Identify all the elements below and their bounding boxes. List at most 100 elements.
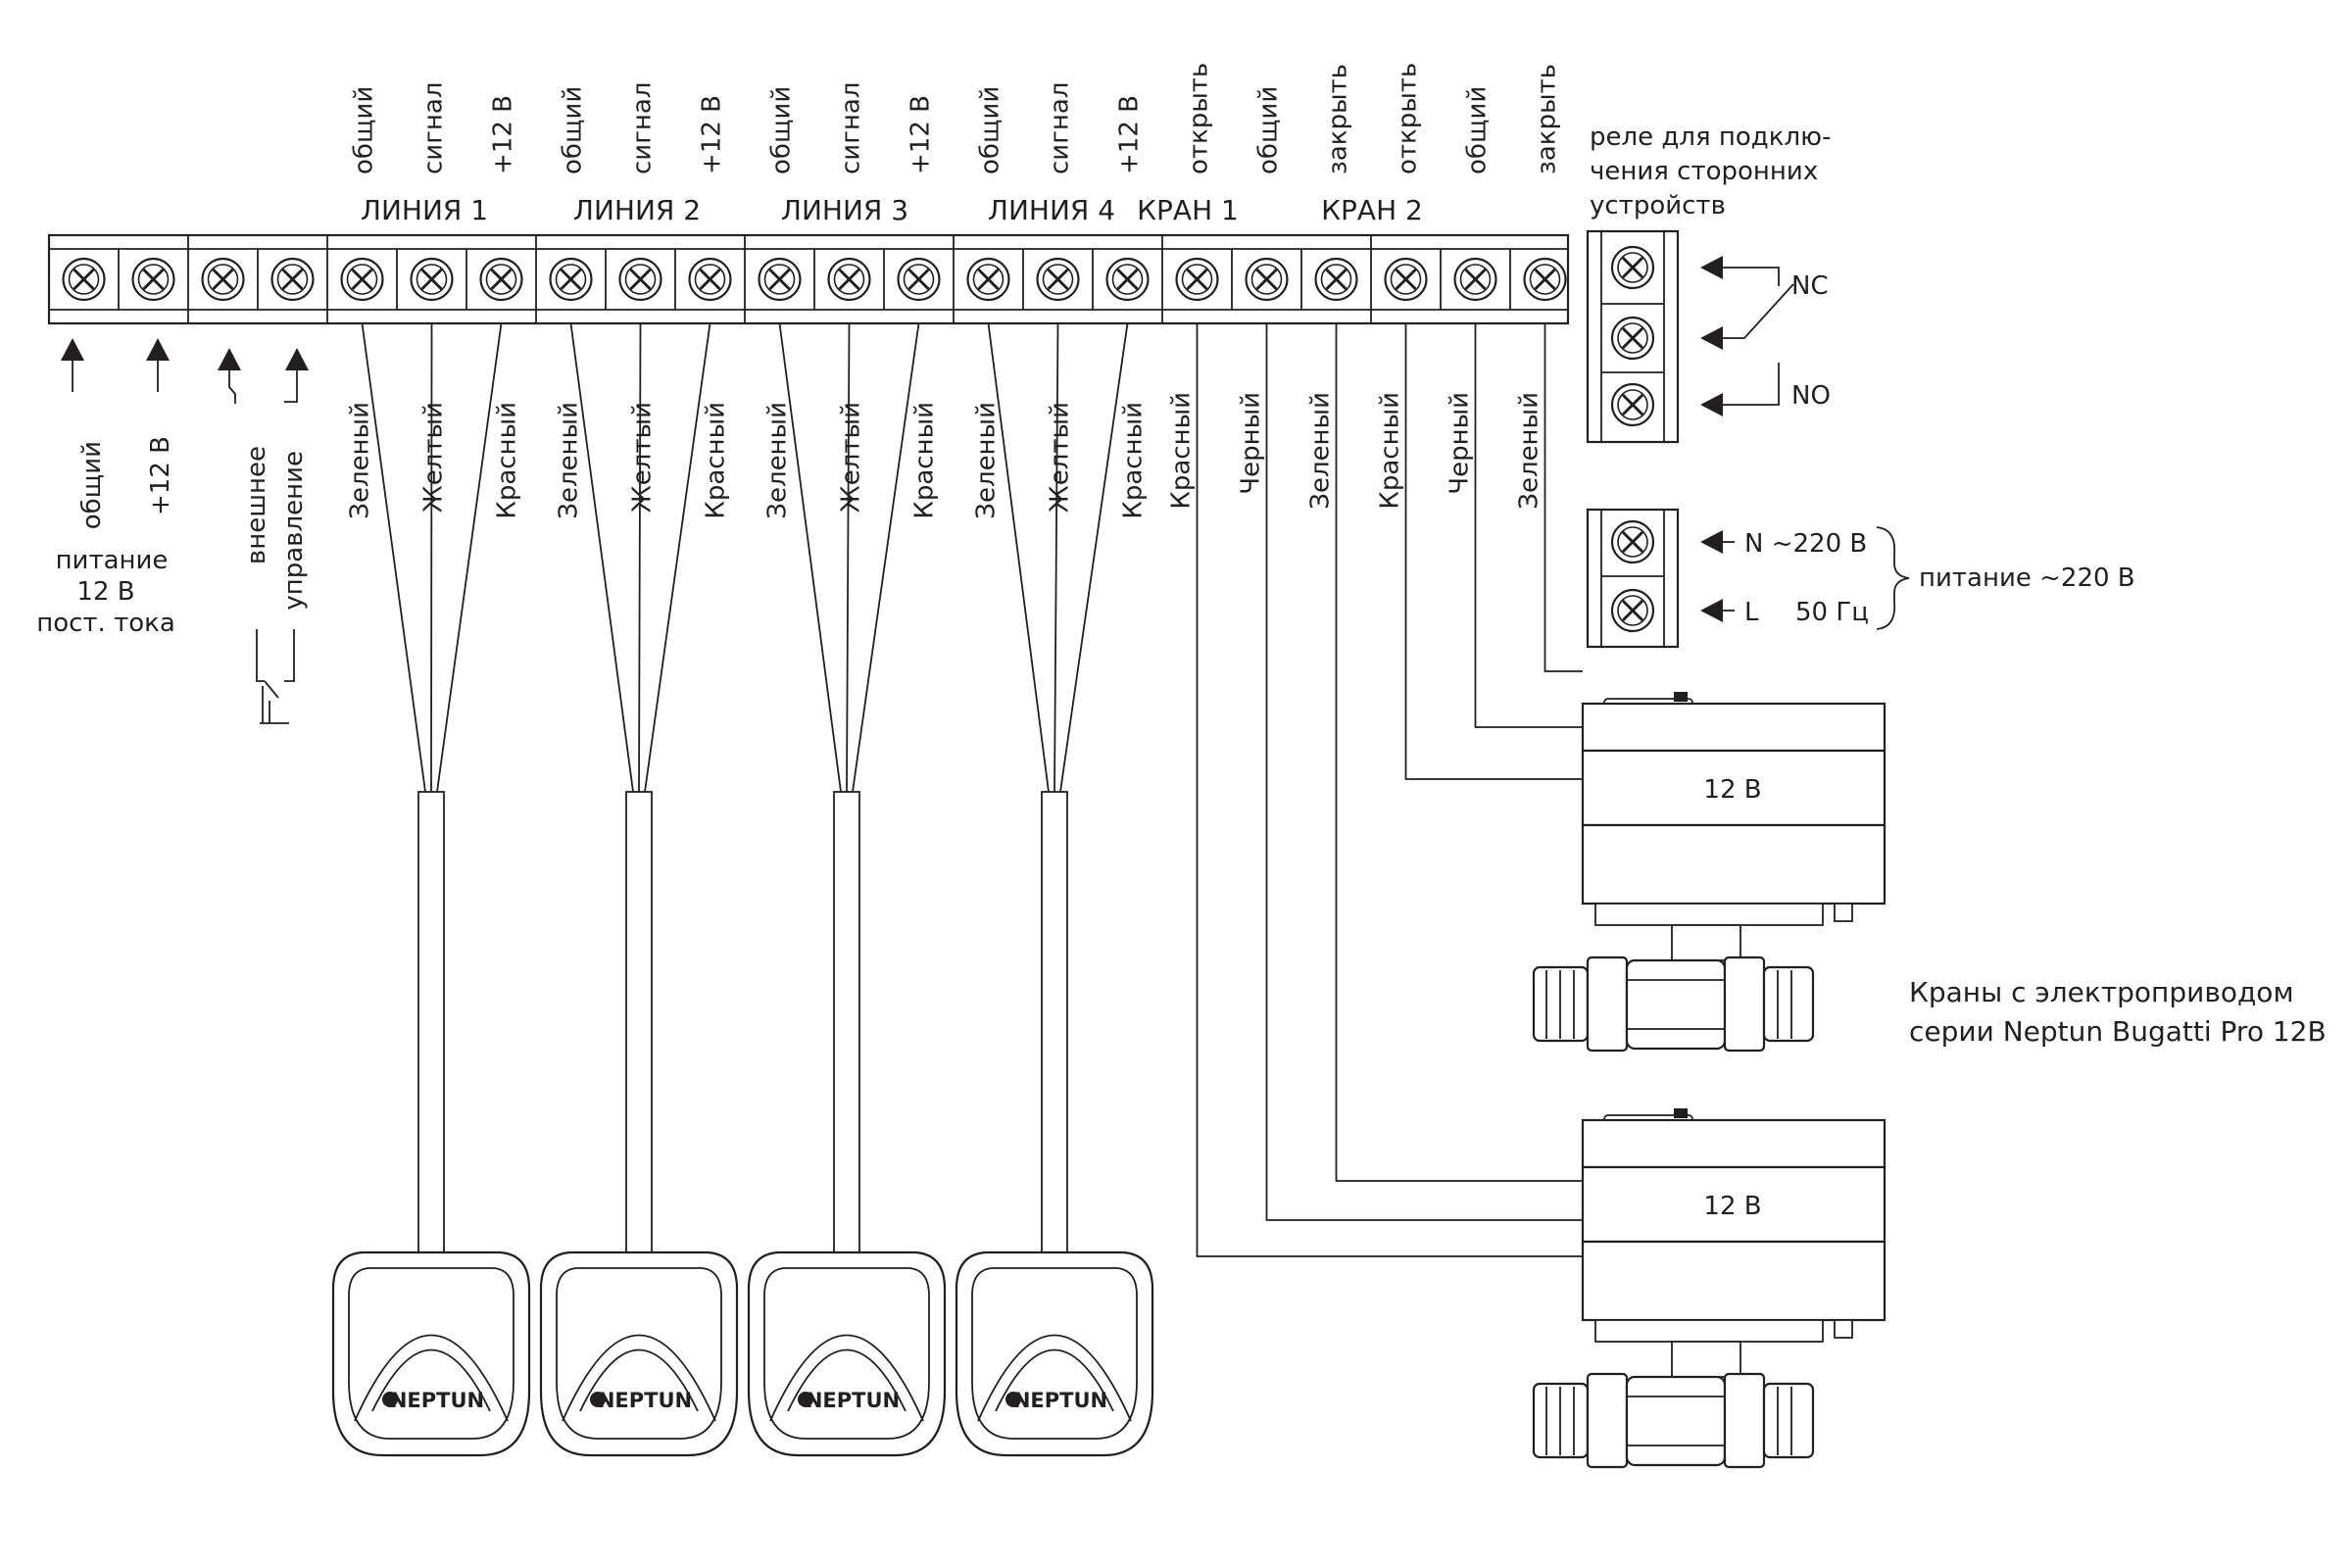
terminal-label: общий [767, 86, 797, 174]
terminal-label: общий [559, 86, 588, 174]
valve-voltage-label: 12 В [1703, 1192, 1761, 1221]
sensor-wire-labels: Зеленый Желтый Красный Зеленый Желтый Красный… [346, 402, 1149, 519]
mains-terminal-block [1586, 508, 1680, 649]
screw-terminal-icon [410, 257, 454, 302]
terminal-block [47, 233, 1570, 325]
mains-brace-icon [1876, 526, 1910, 630]
sensor-wire-label: Красный [1119, 402, 1149, 519]
sensor-brand-label: NEPTUN [598, 1389, 692, 1412]
sensor-brand-label: NEPTUN [1013, 1389, 1107, 1412]
terminal-group-label: ЛИНИЯ 4 [988, 194, 1115, 226]
sensor-wire-label: Красный [910, 402, 940, 519]
screw-terminal-icon [1610, 519, 1655, 564]
screw-terminal-icon [1523, 257, 1567, 302]
relay-caption-line-3: устройств [1590, 191, 1726, 220]
terminal-label: сигнал [1046, 82, 1075, 174]
power-caption-line-3: пост. тока [36, 609, 175, 638]
arrow-left-icon [1700, 599, 1735, 622]
mains-l-label: L [1744, 598, 1759, 627]
screw-terminal-icon [1610, 316, 1655, 361]
relay-caption-line-1: реле для подклю- [1590, 122, 1831, 152]
screw-terminal-icon [340, 257, 384, 302]
screw-terminal-icon [1175, 257, 1219, 302]
sensor-wire-label: Красный [702, 402, 731, 519]
valve-wire-label: Зеленый [1515, 392, 1544, 510]
terminal-label: +12 В [1115, 95, 1145, 174]
valve-wire-label: Черный [1446, 392, 1475, 495]
valve-wire-label: Красный [1167, 392, 1197, 510]
terminal-label: +12 В [489, 95, 518, 174]
arrow-up-icon [61, 338, 84, 392]
screw-terminal-icon [131, 257, 175, 302]
power-common-label: общий [77, 441, 107, 529]
terminal-group-label: ЛИНИЯ 3 [781, 194, 908, 226]
sensor-wire-label: Зеленый [346, 402, 375, 519]
mains-freq-label: 50 Гц [1795, 598, 1869, 627]
valves-caption-line-1: Краны с электроприводом [1909, 976, 2294, 1008]
mains-caption: питание ~220 В [1919, 564, 2135, 593]
motorized-valves: 12 В 12 В [1532, 692, 1886, 1469]
terminal-label: сигнал [419, 82, 449, 174]
leak-sensor-icon: NEPTUN [955, 1250, 1154, 1457]
screw-terminal-icon [1245, 257, 1289, 302]
sensor-wire-label: Зеленый [555, 402, 584, 519]
sensor-brand-label: NEPTUN [390, 1389, 484, 1412]
relay-section: реле для подклю- чения сторонних устройс… [1586, 122, 1831, 444]
terminal-label: +12 В [906, 95, 936, 174]
power-caption-line-2: 12 В [76, 577, 134, 607]
screw-terminal-icon [201, 257, 245, 302]
valve-voltage-label: 12 В [1703, 775, 1761, 805]
external-control-line-2: управление [279, 451, 309, 611]
relay-nc-label: NC [1791, 271, 1829, 301]
arrow-up-icon [146, 338, 170, 392]
screw-terminal-icon [618, 257, 662, 302]
screw-terminal-icon [827, 257, 871, 302]
external-control-line-1: внешнее [242, 446, 271, 564]
terminal-label: сигнал [628, 82, 658, 174]
relay-no-label: NO [1791, 381, 1831, 411]
sensor-wire-label: Красный [493, 402, 522, 519]
relay-caption-line-2: чения сторонних [1590, 157, 1818, 186]
sensor-wire-label: Зеленый [972, 402, 1002, 519]
arrow-left-icon [1700, 530, 1735, 554]
terminal-label: общий [976, 86, 1005, 174]
sensor-wire-label: Желтый [1046, 402, 1075, 513]
mains-n-label: N ~220 В [1744, 529, 1867, 559]
screw-terminal-icon [62, 257, 106, 302]
valve-wires [1196, 323, 1583, 1257]
sensor-wire-label: Желтый [837, 402, 866, 513]
screw-terminal-icon [688, 257, 732, 302]
terminal-top-labels: общий сигнал +12 В общий сигнал +12 В общий сиг… [350, 63, 1562, 174]
terminal-label: общий [1254, 86, 1284, 174]
relay-terminal-block [1586, 229, 1680, 444]
sensor-wire-label: Желтый [628, 402, 658, 513]
screw-terminal-icon [549, 257, 593, 302]
motorized-valve-icon: 12 В [1532, 692, 1886, 1053]
screw-terminal-icon [758, 257, 802, 302]
terminal-label: общий [1463, 86, 1493, 174]
screw-terminal-icon [1384, 257, 1428, 302]
leak-sensors: NEPTUN NEPTUN NEPTUN NEPTUN [331, 791, 1154, 1457]
screw-terminal-icon [1036, 257, 1080, 302]
leak-sensor-icon: NEPTUN [539, 1250, 739, 1457]
screw-terminal-icon [1453, 257, 1497, 302]
screw-terminal-icon [1610, 245, 1655, 290]
screw-terminal-icon [966, 257, 1010, 302]
terminal-group-label: КРАН 2 [1321, 194, 1423, 226]
power-12v-section: общий +12 В питание 12 В пост. тока [36, 338, 175, 638]
relay-switch-icon [1700, 256, 1794, 416]
valve-wire-label: Зеленый [1306, 392, 1336, 510]
screw-terminal-icon [270, 257, 315, 302]
screw-terminal-icon [479, 257, 523, 302]
sensor-wire-label: Зеленый [763, 402, 793, 519]
terminal-label: сигнал [837, 82, 866, 174]
valve-wire-label: Черный [1237, 392, 1266, 495]
leak-sensor-icon: NEPTUN [331, 1250, 531, 1457]
terminal-label: общий [350, 86, 379, 174]
screw-terminal-icon [1105, 257, 1150, 302]
sensor-brand-label: NEPTUN [806, 1389, 900, 1412]
leak-sensor-icon: NEPTUN [747, 1250, 947, 1457]
